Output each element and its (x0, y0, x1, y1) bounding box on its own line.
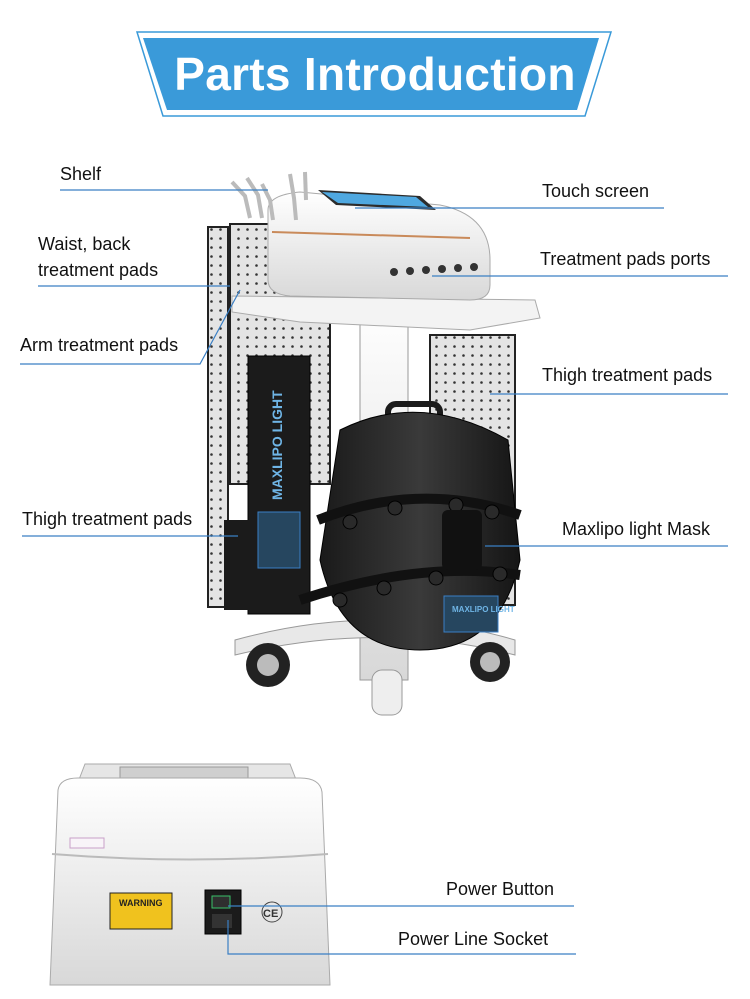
label-mask: Maxlipo light Mask (562, 519, 711, 539)
label-power-socket: Power Line Socket (398, 929, 549, 949)
mask-brand-text: MAXLIPO LIGHT (452, 605, 515, 614)
banner-shape (135, 31, 613, 117)
title-banner: Parts Introduction (133, 30, 617, 118)
label-touch-screen: Touch screen (542, 181, 650, 201)
leader-lines (20, 189, 728, 955)
rear-device: WARNING CE (49, 763, 331, 986)
warning-label: WARNING (119, 898, 163, 908)
label-shelf: Shelf (60, 164, 102, 184)
ce-mark: CE (263, 908, 278, 920)
shelf-hooks (230, 171, 308, 221)
label-power-button: Power Button (446, 879, 555, 899)
page-title: Parts Introduction (174, 48, 576, 100)
label-waist-back-pads: Waist, back treatment pads (38, 234, 159, 280)
label-arm-pads: Arm treatment pads (20, 335, 179, 355)
label-thigh-pads-left: Thigh treatment pads (22, 509, 193, 529)
label-thigh-pads-right: Thigh treatment pads (542, 365, 713, 385)
thigh-pad-left: MAXLIPO LIGHT (224, 355, 311, 615)
tray (231, 295, 541, 331)
label-pads-ports: Treatment pads ports (540, 249, 711, 269)
main-unit (267, 190, 491, 301)
pad-brand-text: MAXLIPO LIGHT (269, 390, 285, 500)
stand-base (234, 619, 516, 716)
maxlipo-mask: MAXLIPO LIGHT (298, 401, 522, 651)
